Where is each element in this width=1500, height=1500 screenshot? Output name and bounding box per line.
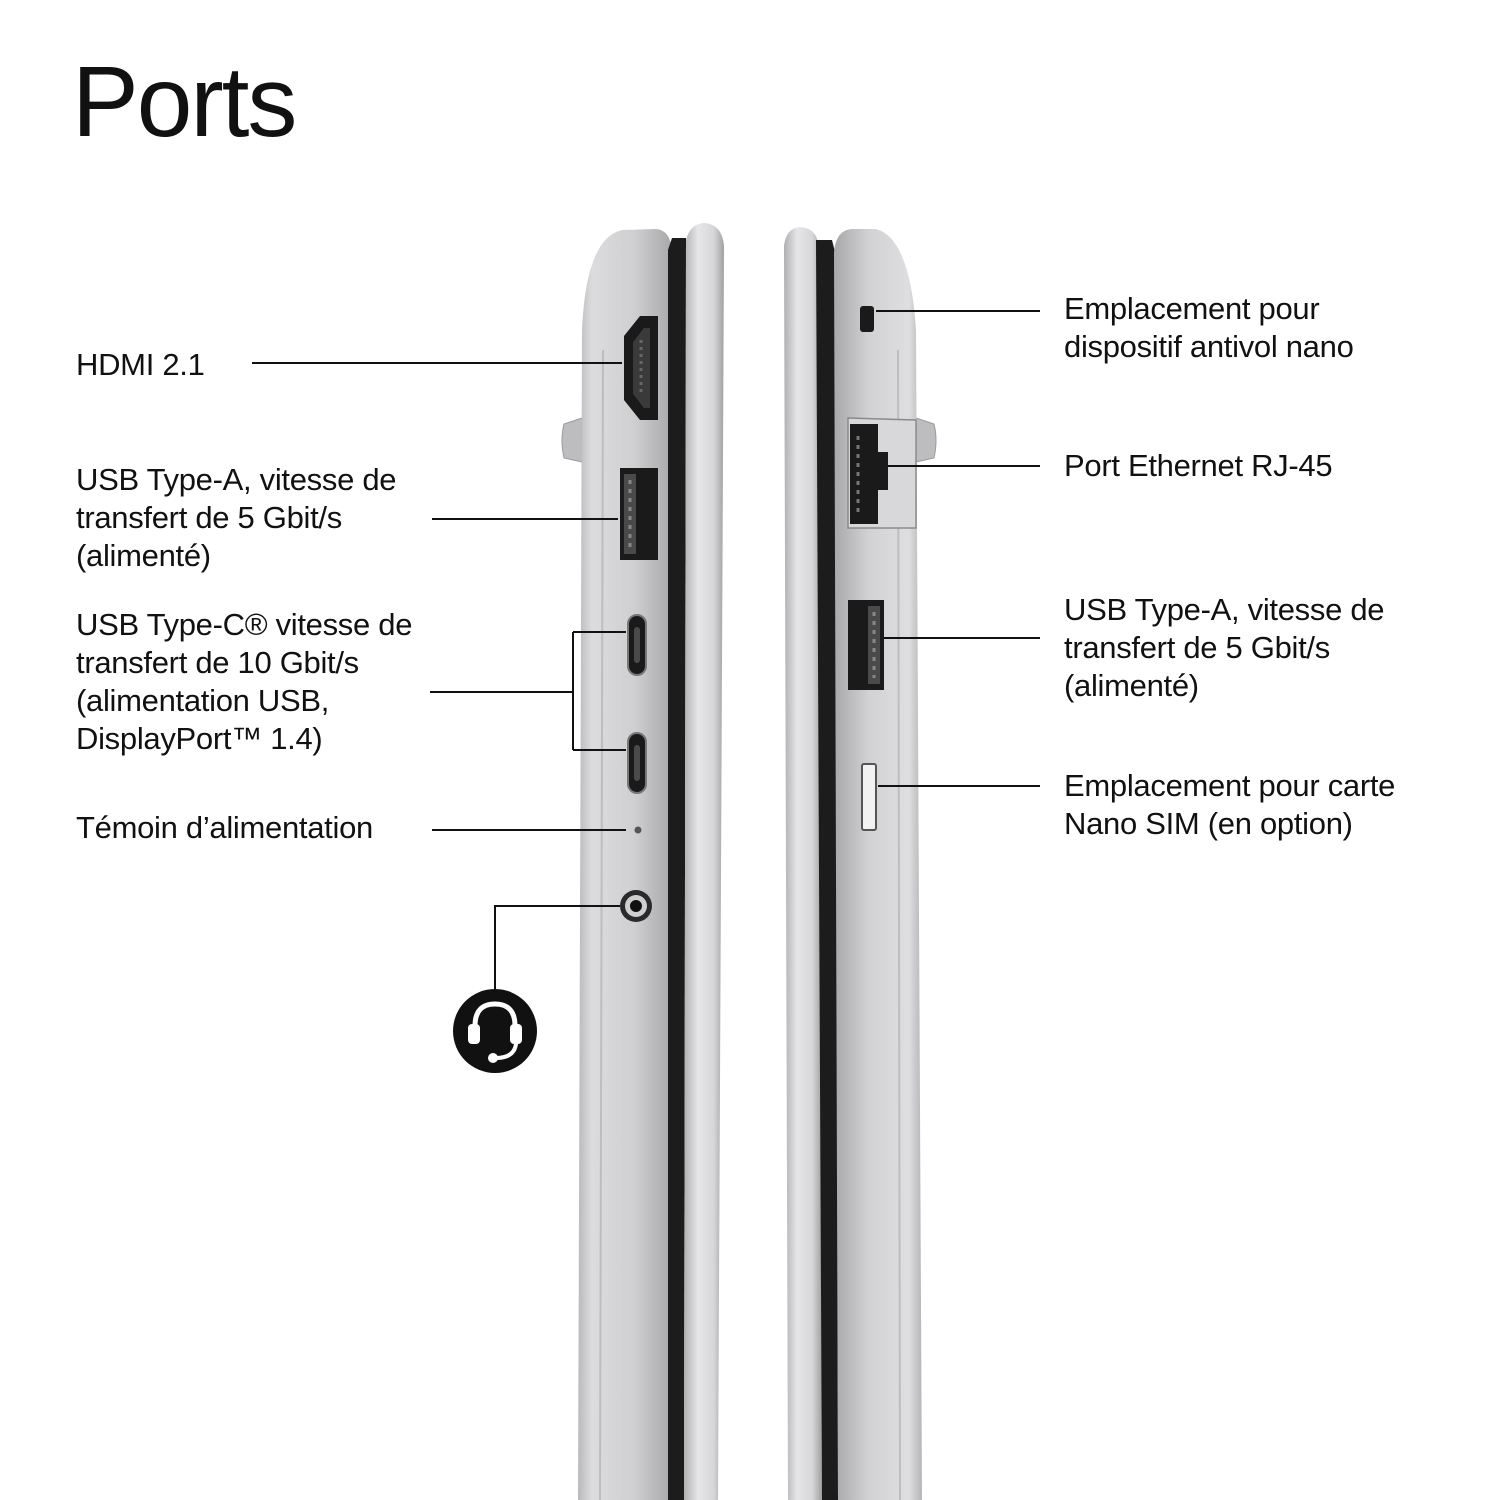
label-usb-c: USB Type-C® vitesse de transfert de 10 G… [76,607,413,756]
lid-gap-right [816,240,838,1500]
label-sim-slot: Emplacement pour carte Nano SIM (en opti… [1064,768,1396,841]
page-title: Ports [72,46,297,158]
left-side-view [561,223,724,1500]
label-usb-a-right: USB Type-A, vitesse de transfert de 5 Gb… [1064,592,1385,703]
hdmi-port [624,316,658,420]
label-lock-slot: Emplacement pour dispositif antivol nano [1064,291,1354,364]
nano-sim-slot [861,763,877,831]
label-ethernet: Port Ethernet RJ-45 [1064,448,1333,483]
nano-lock-slot [860,306,874,332]
hinge-nub-left [561,417,583,463]
leader-usb-c [430,631,626,751]
right-side-view [784,227,937,1500]
label-power-led: Témoin d’alimentation [76,810,373,845]
lid-right [784,227,822,1500]
leader-audio-jack [494,905,620,990]
lid-gap-left [668,238,686,1500]
label-usb-a-left: USB Type-A, vitesse de transfert de 5 Gb… [76,462,397,573]
headset-icon [453,989,537,1073]
leader-lines [252,310,1040,990]
label-hdmi: HDMI 2.1 [76,347,205,382]
lid-left [684,223,724,1500]
ethernet-port [847,417,917,529]
usb-a-port-left [620,468,658,560]
power-led-indicator [634,826,642,834]
hinge-nub-right [915,417,937,463]
usb-a-port-right [848,600,884,690]
